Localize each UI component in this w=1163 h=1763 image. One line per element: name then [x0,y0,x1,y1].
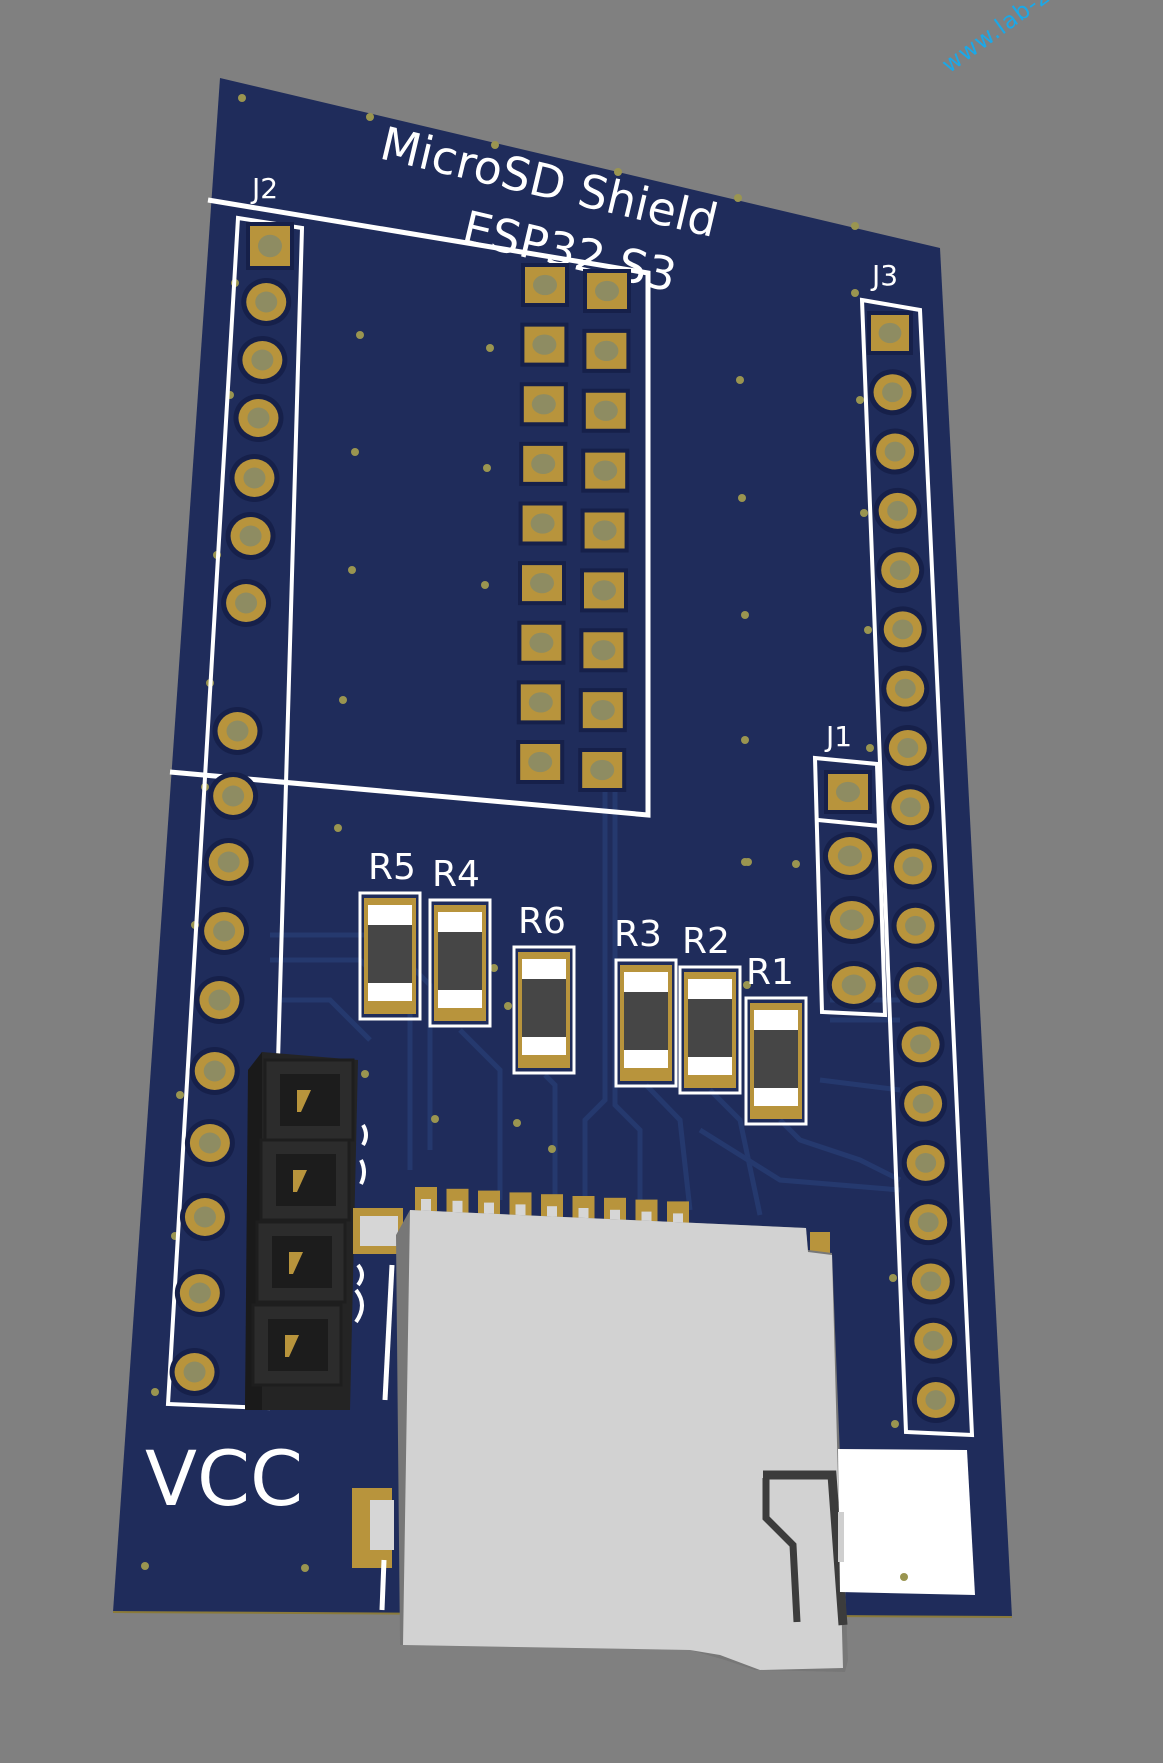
resistor-label: R4 [432,854,480,895]
black-header-pin [255,1220,347,1304]
center-header-pin [581,448,630,493]
center-header-pin [519,382,568,427]
j1-outline [812,755,888,1018]
microsd-pin [415,1187,437,1215]
j2-pin [229,454,280,502]
j3-pin [873,487,922,534]
resistor-r5: R5 [358,847,422,1021]
resistor-label: R5 [368,847,416,888]
j3-pin [909,1317,958,1364]
j2-pin [233,394,284,442]
j3-pin [901,1139,950,1186]
j2-pin [179,1193,230,1241]
j3-pin [891,902,940,949]
microsd-pin [446,1188,469,1217]
center-header-pin [516,740,565,784]
center-header [516,263,631,792]
j3-pin [886,784,935,831]
j2-pin [221,579,272,627]
j1-pin [822,832,877,880]
center-header-pin [517,620,566,665]
center-header-pin [583,269,631,313]
j1-pin [826,961,881,1009]
microsd-pin [478,1190,500,1219]
j3-pin [899,1080,948,1127]
j2-pin [246,222,294,270]
j1-header [822,770,881,1009]
j3-pin [904,1199,953,1246]
center-header-pin [580,508,629,553]
black-header-pin [263,1058,355,1142]
j2-pin [212,707,263,755]
white-copper-area [838,1449,975,1595]
black-pin-header [245,1052,358,1410]
j2-pin [199,907,250,955]
j2-pin [241,278,292,326]
center-header-pin [579,628,628,673]
j3-pin [896,1021,945,1068]
j3-pin [883,724,932,771]
j2-pin [169,1348,220,1396]
j1-pin [824,896,879,944]
j3-outline [859,297,975,1438]
center-header-pin [578,748,627,792]
center-header-pin [582,328,631,373]
j2-pin [208,772,259,820]
microsd-pin [541,1194,563,1223]
j3-pin [894,962,943,1009]
black-header-pin [259,1138,351,1222]
microsd-pins [415,1187,689,1230]
module-outline [169,197,651,818]
microsd-pin [604,1197,626,1226]
j3-pin [867,311,913,355]
j3-pin [868,369,917,416]
j2-pin [174,1269,225,1317]
resistor-label: R1 [746,952,794,993]
microsd-socket [396,1210,848,1672]
j2-pin [225,512,276,560]
center-header-pin [519,441,568,486]
center-header-pin [580,568,628,613]
resistor-r2: R2 [678,921,742,1095]
j3-pin [911,1377,960,1423]
center-header-pin [581,388,630,433]
center-header-pin [518,501,567,546]
center-header-pin [521,263,569,307]
j1-pin [824,770,872,814]
resistor-r6: R6 [512,901,576,1075]
microsd-pin [572,1196,595,1224]
j3-pin [888,843,937,890]
j3-pin [906,1258,955,1305]
j2-pin [194,976,245,1024]
resistor-r3: R3 [614,914,678,1088]
vcc-label: VCC [145,1434,303,1523]
j2-pin [184,1119,235,1167]
center-header-pin [518,561,566,606]
j1-label: J1 [824,720,852,753]
center-header-pin [578,688,627,733]
j2-header [169,222,294,1396]
j2-pin [189,1047,240,1095]
resistor-r4: R4 [428,854,492,1028]
j3-pin [876,547,925,594]
microsd-pin [509,1192,532,1221]
j3-pin [878,606,927,653]
resistor-label: R3 [614,914,662,955]
resistor-label: R6 [518,901,566,942]
j2-label: J2 [250,172,278,205]
header-silk-marks [354,1123,368,1324]
j3-pin [871,428,920,475]
resistor-label: R2 [682,921,730,962]
center-header-pin [516,680,565,725]
resistor-r1: R1 [744,952,808,1126]
socket-silk-left [382,1264,395,1401]
black-header-pin [251,1303,343,1387]
j2-pin [237,336,288,384]
j2-pin [203,838,254,886]
j3-label: J3 [870,259,898,292]
j3-pin [881,665,930,712]
center-header-pin [520,322,569,367]
j3-header [867,311,960,1423]
